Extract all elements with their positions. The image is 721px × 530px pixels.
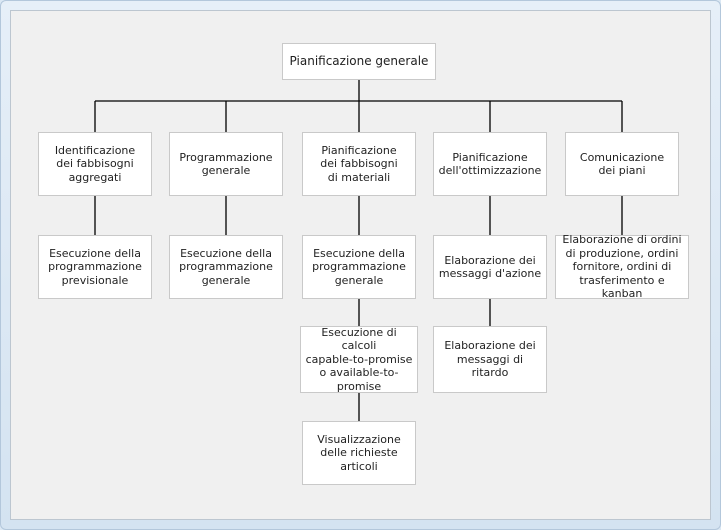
node-col1-header: Identificazione dei fabbisogni aggregati xyxy=(38,132,152,196)
node-col4-child2: Elaborazione dei messaggi di ritardo xyxy=(433,326,547,393)
node-col5-child1: Elaborazione di ordini di produzione, or… xyxy=(555,233,689,300)
node-col3-child3: Visualizzazione delle richieste articoli xyxy=(302,421,416,485)
node-col4-child1: Elaborazione dei messaggi d'azione xyxy=(433,235,547,299)
node-col3-child2: Esecuzione di calcoli capable-to-promise… xyxy=(300,326,418,393)
node-col4-header: Pianificazione dell'ottimizzazione xyxy=(433,132,547,196)
node-col2-header: Programmazione generale xyxy=(169,132,283,196)
node-col3-child1: Esecuzione della programmazione generale xyxy=(302,235,416,299)
node-col2-child1: Esecuzione della programmazione generale xyxy=(169,235,283,299)
node-col3-header: Pianificazione dei fabbisogni di materia… xyxy=(302,132,416,196)
node-col5-header: Comunicazione dei piani xyxy=(565,132,679,196)
node-root: Pianificazione generale xyxy=(282,43,436,80)
node-col1-child1: Esecuzione della programmazione previsio… xyxy=(38,235,152,299)
